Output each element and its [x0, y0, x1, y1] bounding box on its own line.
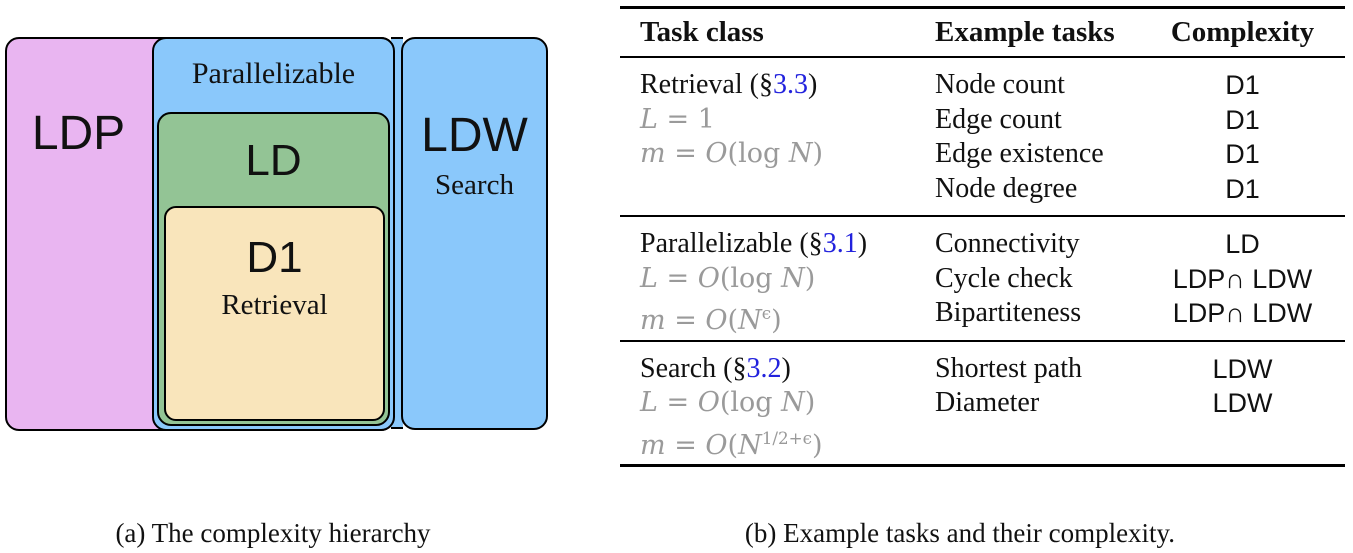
task-class-name: Retrieval (§ — [640, 69, 773, 100]
d1-label: D1 — [246, 233, 303, 282]
task-class-cell: Search (§3.2) L = O(log N) m = O(N1/2+ϵ) — [620, 352, 935, 461]
task-class-cell: Parallelizable (§3.1) L = O(log N) m = O… — [620, 227, 935, 336]
task-class-title: Retrieval (§3.3) — [640, 68, 935, 103]
task-class-name: Search (§ — [640, 352, 747, 384]
task-class-name: Parallelizable (§ — [640, 228, 823, 259]
header-example-tasks: Example tasks — [935, 16, 1115, 49]
task-class-math-rounds: L = O(log N) — [640, 262, 816, 294]
complexity-value: LDP∩ LDW — [1172, 298, 1313, 328]
section-ref-link[interactable]: 3.3 — [772, 69, 808, 100]
d1-region — [164, 206, 385, 421]
task-class-title: Search (§3.2) — [640, 352, 935, 387]
ldp-label: LDP — [31, 107, 126, 160]
table-section-search: Search (§3.2) L = O(log N) m = O(N1/2+ϵ)… — [620, 342, 1345, 465]
table-header-row: Task class Example tasks Complexity — [620, 9, 1345, 56]
task-class-title: Parallelizable (§3.1) — [640, 227, 935, 262]
task-name: Node degree — [935, 172, 1078, 204]
ldw-region — [401, 37, 548, 430]
task-name: Connectivity — [935, 228, 1080, 259]
example-tasks-cell: Node count Edge count Edge existence Nod… — [935, 68, 1140, 206]
d1-sublabel: Retrieval — [221, 289, 328, 321]
table-mid-rule — [620, 56, 1345, 58]
task-class-name-close: ) — [807, 69, 818, 100]
table-section-retrieval: Retrieval (§3.3) L = 1 m = O(log N) Node… — [620, 58, 1345, 215]
task-class-math-rounds: L = 1 — [640, 103, 715, 135]
complexity-cell: D1 D1 D1 D1 — [1140, 68, 1345, 206]
header-complexity: Complexity — [1170, 16, 1315, 49]
complexity-value: LDW — [1212, 353, 1273, 384]
complexity-value: LD — [1225, 229, 1260, 259]
section-ref-link[interactable]: 3.1 — [822, 228, 858, 259]
complexity-value: D1 — [1225, 104, 1260, 135]
task-class-math-messages: m = O(N1/2+ϵ) — [640, 427, 823, 461]
task-name: Cycle check — [935, 262, 1073, 294]
complexity-value: D1 — [1225, 70, 1260, 100]
table-section-parallelizable: Parallelizable (§3.1) L = O(log N) m = O… — [620, 217, 1345, 340]
complexity-value: LDP∩ LDW — [1172, 263, 1313, 294]
complexity-value: D1 — [1225, 139, 1260, 169]
table-mid-rule — [620, 215, 1345, 217]
complexity-table: Task class Example tasks Complexity Retr… — [620, 0, 1345, 467]
ldw-label: LDW — [421, 109, 528, 162]
task-name: Bipartiteness — [935, 297, 1082, 328]
complexity-value: D1 — [1225, 173, 1260, 204]
task-name: Edge count — [935, 103, 1062, 135]
task-class-name-close: ) — [857, 228, 868, 259]
task-name: Shortest path — [935, 352, 1082, 384]
caption-a: (a) The complexity hierarchy — [115, 518, 431, 548]
section-ref-link[interactable]: 3.2 — [746, 352, 782, 384]
table-mid-rule — [620, 339, 1345, 342]
task-name: Node count — [935, 69, 1065, 100]
example-tasks-cell: Connectivity Cycle check Bipartiteness — [935, 227, 1140, 331]
complexity-cell: LD LDP∩ LDW LDP∩ LDW — [1140, 227, 1345, 331]
task-class-math-messages: m = O(log N) — [640, 138, 824, 169]
ldw-sublabel: Search — [435, 169, 514, 201]
task-name: Edge existence — [935, 138, 1104, 169]
complexity-value: LDW — [1212, 388, 1273, 418]
table-bottom-rule — [620, 464, 1345, 467]
example-tasks-cell: Shortest path Diameter — [935, 352, 1140, 456]
task-class-math-messages: m = O(Nϵ) — [640, 303, 782, 336]
complexity-cell: LDW LDW — [1140, 352, 1345, 456]
task-name: Diameter — [935, 387, 1040, 418]
header-task-class: Task class — [640, 16, 764, 49]
task-class-name-close: ) — [781, 352, 791, 384]
ld-label: LD — [245, 136, 302, 185]
task-class-math-rounds: L = O(log N) — [640, 387, 816, 418]
table-top-rule — [620, 6, 1345, 9]
task-class-cell: Retrieval (§3.3) L = 1 m = O(log N) — [620, 68, 935, 206]
parallelizable-label: Parallelizable — [191, 57, 356, 90]
caption-b: (b) Example tasks and their complexity. — [744, 518, 1176, 548]
